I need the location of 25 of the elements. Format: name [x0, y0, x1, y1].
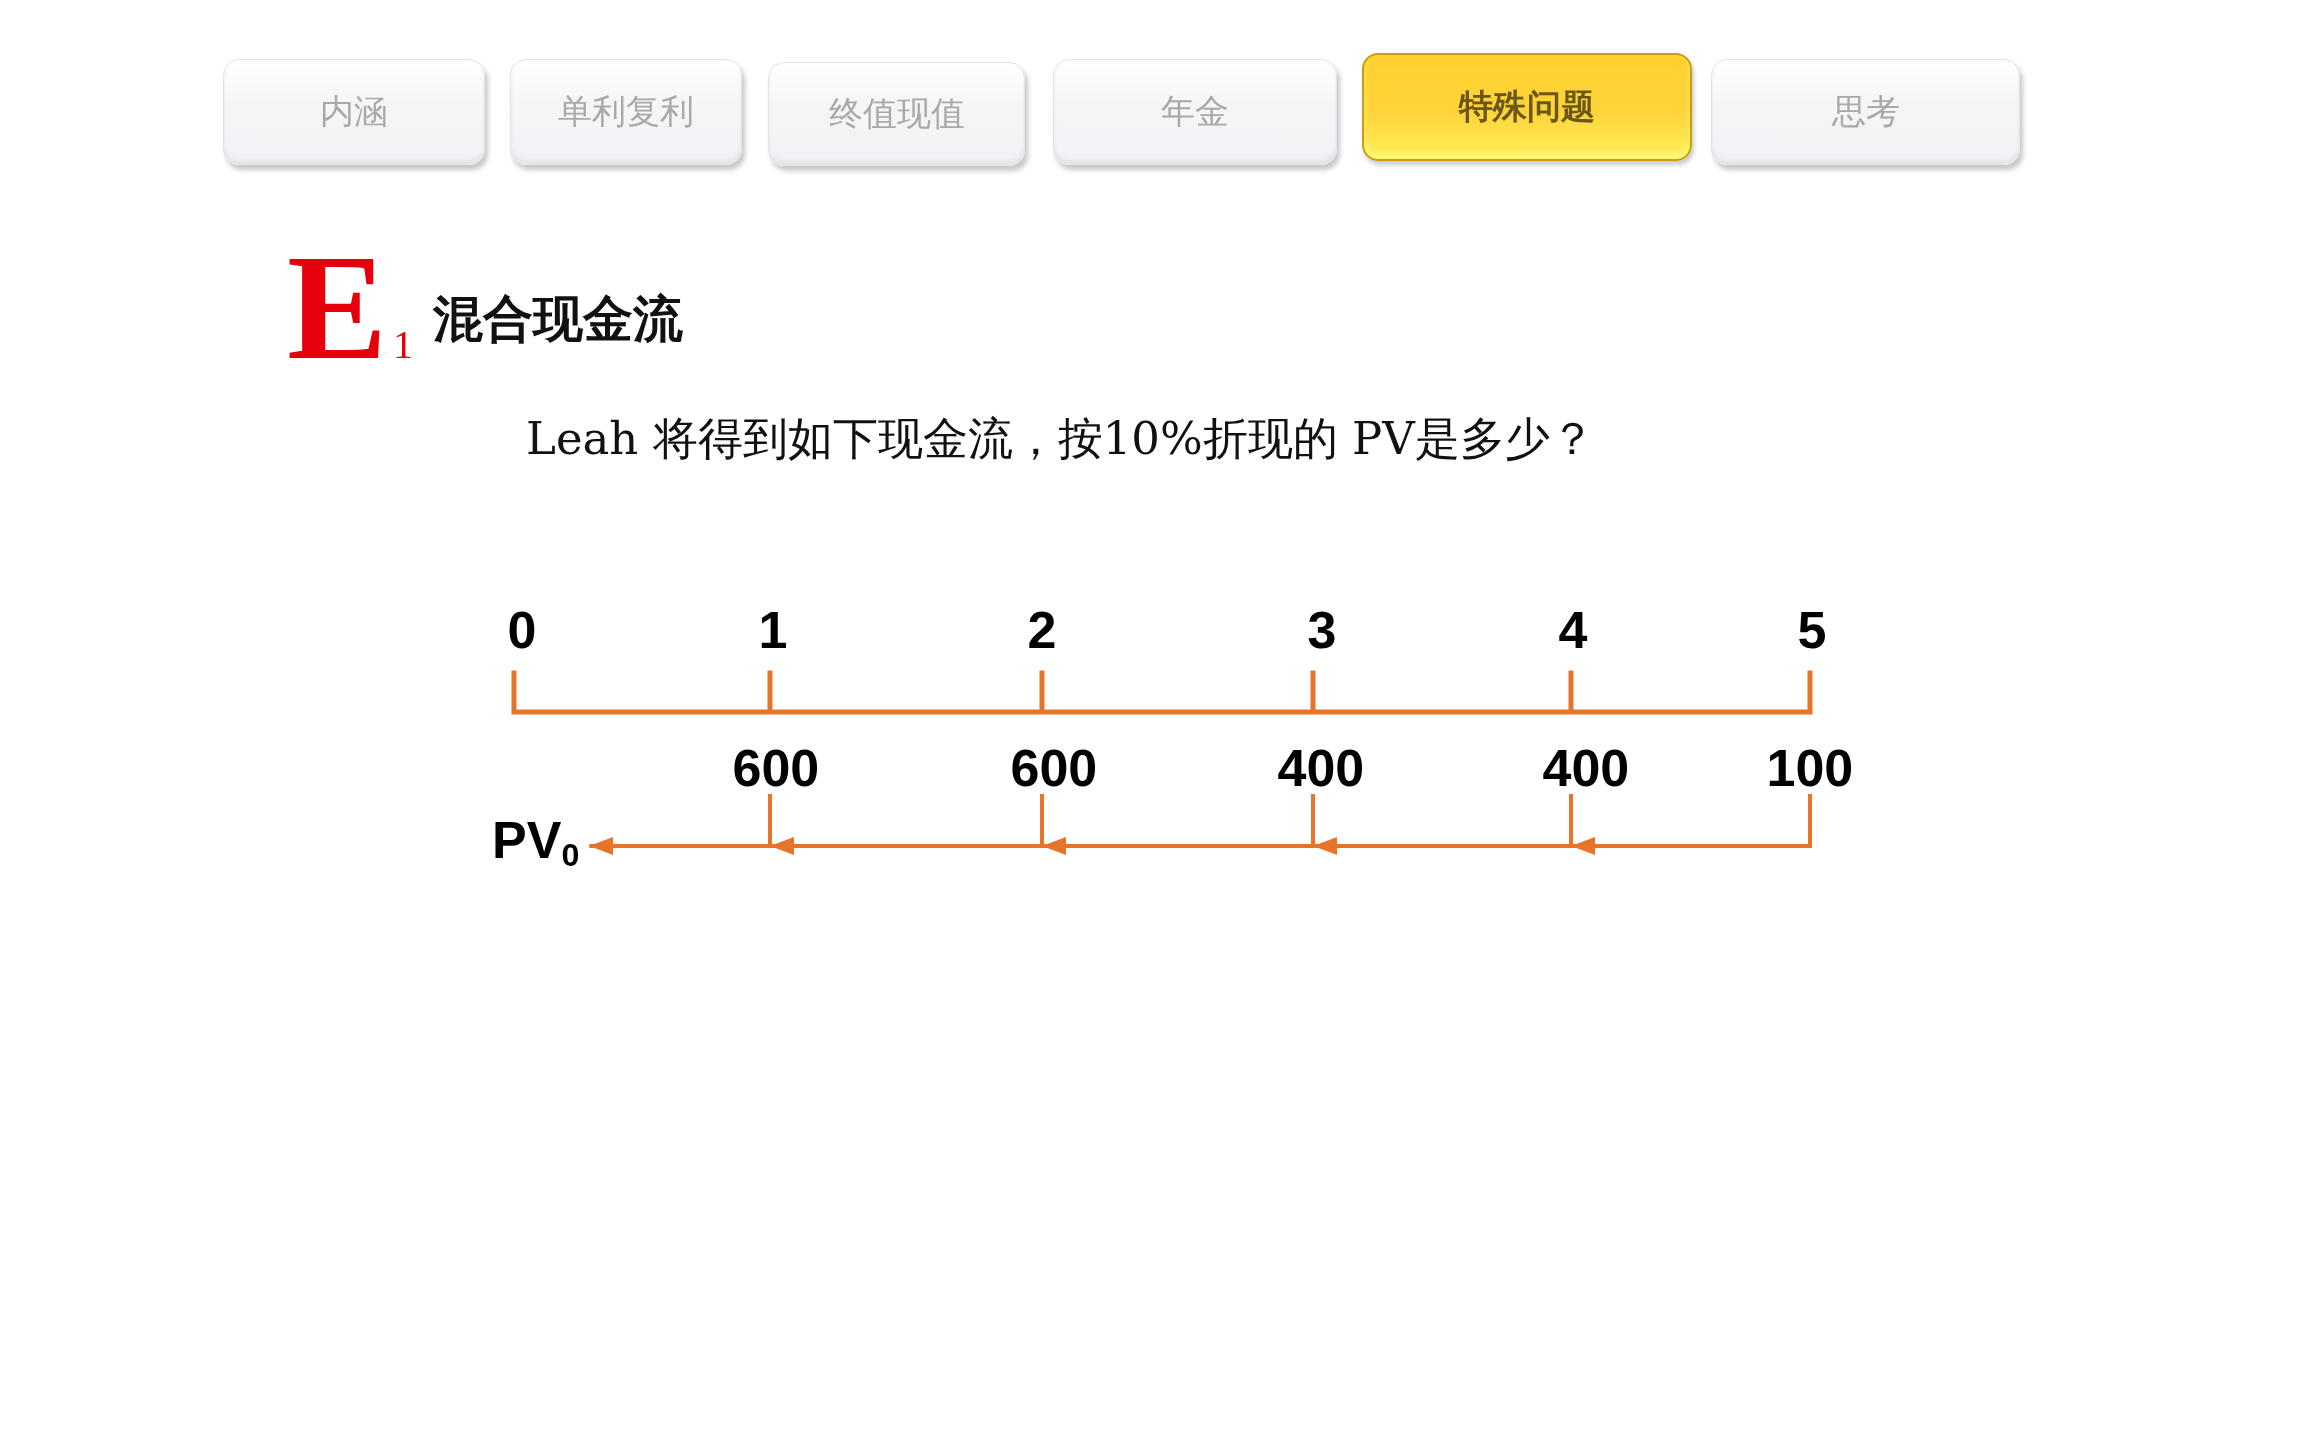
period-number: 2	[1027, 604, 1057, 656]
question-text: Leah 将得到如下现金流，按10%折现的 PV是多少？	[526, 416, 1595, 461]
nav-tab: 终值现值	[768, 62, 1025, 166]
nav-tab: 特殊问题	[1362, 53, 1692, 161]
arrow	[770, 794, 1044, 855]
period-number: 1	[758, 604, 788, 656]
cash-flow-amount: 400	[1277, 742, 1365, 794]
present-value-label: PV$_{0}$	[492, 814, 580, 866]
cash-flow-amount: 100	[1766, 742, 1854, 794]
arrow	[589, 794, 772, 855]
nav-tab: 思考	[1711, 59, 2020, 165]
nav-tab: 年金	[1053, 59, 1337, 165]
period-number: 0	[507, 604, 537, 656]
period-number: 3	[1307, 604, 1337, 656]
period-number: 5	[1797, 604, 1827, 656]
nav-tab: 内涵	[223, 59, 485, 165]
cash-flow-amount: 600	[732, 742, 820, 794]
arrow	[1313, 794, 1573, 855]
nav-tab: 单利复利	[510, 59, 742, 165]
arrow	[1042, 794, 1315, 855]
arrow	[1571, 794, 1812, 855]
period-number: 4	[1558, 604, 1588, 656]
cash-flow-amount: 600	[1010, 742, 1098, 794]
section-title: 混合现金流	[433, 294, 683, 344]
cash-flow-amount: 400	[1542, 742, 1630, 794]
